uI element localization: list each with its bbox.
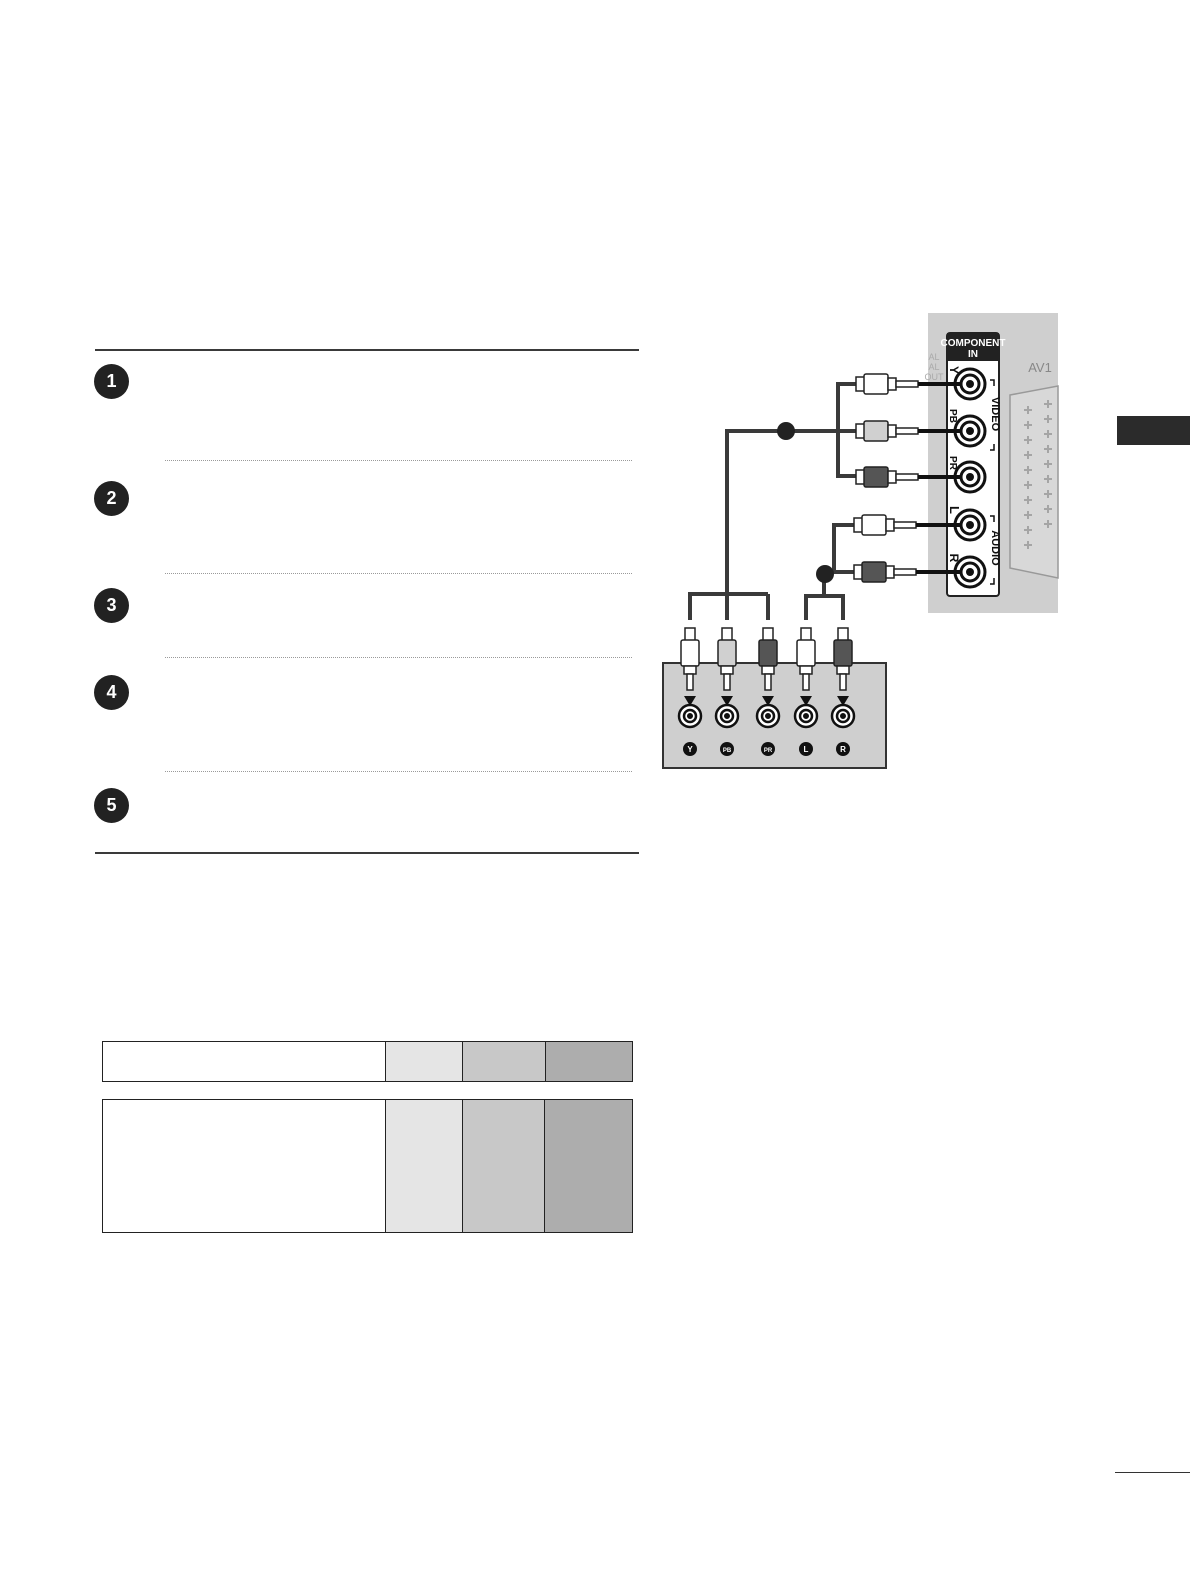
- page-number-rule: [1115, 1472, 1190, 1473]
- audio-cable-junction: [816, 565, 834, 583]
- step-divider-1: [165, 460, 632, 461]
- scart-connector-icon: [1009, 385, 1059, 579]
- device-jack-pb: [714, 703, 740, 729]
- table-header-light-cell: [386, 1042, 463, 1081]
- tv-port-label-r: R: [947, 554, 961, 563]
- step-divider-2: [165, 573, 632, 574]
- tv-jack-pr: [953, 460, 987, 494]
- table-body-dark-cell: [545, 1100, 632, 1232]
- faded-side-text-1: AL: [928, 352, 939, 362]
- step-badge-2: 2: [94, 481, 129, 516]
- table-header-dark-cell: [546, 1042, 632, 1081]
- tv-port-label-pr: PR: [947, 456, 958, 471]
- video-group-label: VIDEO: [989, 397, 1001, 432]
- device-jack-l: [793, 703, 819, 729]
- device-jack-r: [830, 703, 856, 729]
- chapter-tab: [1117, 416, 1190, 445]
- tv-port-label-y: Y: [947, 366, 961, 374]
- table-body-medium-cell: [463, 1100, 545, 1232]
- component-header-line2: IN: [968, 349, 978, 360]
- faded-side-text-3: OUT: [925, 372, 945, 382]
- step-badge-4: 4: [94, 675, 129, 710]
- device-label-pr: PR: [764, 748, 773, 754]
- tv-jack-l: [953, 508, 987, 542]
- table-body-light-cell: [386, 1100, 463, 1232]
- tv-port-label-pb: PB: [947, 409, 958, 423]
- faded-side-text-2: AL: [928, 362, 939, 372]
- device-label-r: R: [840, 745, 846, 754]
- step-badge-1: 1: [94, 364, 129, 399]
- device-label-pb: PB: [723, 748, 732, 754]
- video-cable-junction: [777, 422, 795, 440]
- device-label-y: Y: [687, 745, 693, 754]
- table-header-label-cell: [103, 1042, 386, 1081]
- device-label-l: L: [804, 745, 809, 754]
- step-badge-3: 3: [94, 588, 129, 623]
- tv-plug-r: [853, 561, 917, 583]
- component-header-line1: COMPONENT: [941, 338, 1006, 349]
- device-jack-pr: [755, 703, 781, 729]
- insert-arrow-icons: [684, 696, 849, 706]
- audio-group-label: AUDIO: [989, 530, 1001, 566]
- device-jack-y: [677, 703, 703, 729]
- step-divider-3: [165, 657, 632, 658]
- av1-label: AV1: [1028, 360, 1052, 375]
- color-table-body: [102, 1099, 633, 1233]
- tv-plug-l: [853, 514, 917, 536]
- step-divider-4: [165, 771, 632, 772]
- top-rule: [95, 349, 639, 351]
- tv-plug-pr: [855, 466, 919, 488]
- color-table-header: [102, 1041, 633, 1082]
- tv-jack-r: [953, 555, 987, 589]
- tv-port-label-l: L: [947, 506, 962, 514]
- bottom-rule: [95, 852, 639, 854]
- tv-plug-y: [855, 373, 919, 395]
- table-body-label-cell: [103, 1100, 386, 1232]
- tv-plug-pb: [855, 420, 919, 442]
- tv-jack-y: [953, 367, 987, 401]
- table-header-medium-cell: [463, 1042, 546, 1081]
- step-badge-5: 5: [94, 788, 129, 823]
